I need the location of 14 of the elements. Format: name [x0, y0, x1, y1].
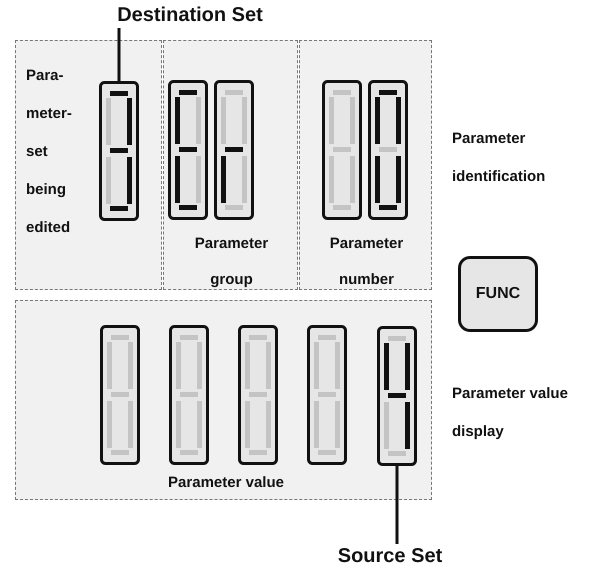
seven-segment-digit-icon	[99, 81, 139, 221]
side-note: Parameter identification	[452, 129, 546, 187]
section-label: Parameter value	[167, 473, 285, 493]
callout-label: Destination Set	[95, 4, 285, 27]
seven-segment-digit-icon	[377, 326, 417, 466]
leader-line	[118, 28, 120, 81]
section-label: Parameter group	[194, 234, 270, 290]
callout-label: Source Set	[300, 545, 480, 568]
section-label: Para-meter-set being edited	[26, 66, 73, 238]
display-section-panel	[15, 40, 162, 290]
side-note: Parameter value display	[452, 384, 569, 442]
leader-line	[396, 466, 398, 544]
section-label: Parameter number	[328, 234, 404, 290]
function-key: FUNC	[458, 256, 538, 332]
